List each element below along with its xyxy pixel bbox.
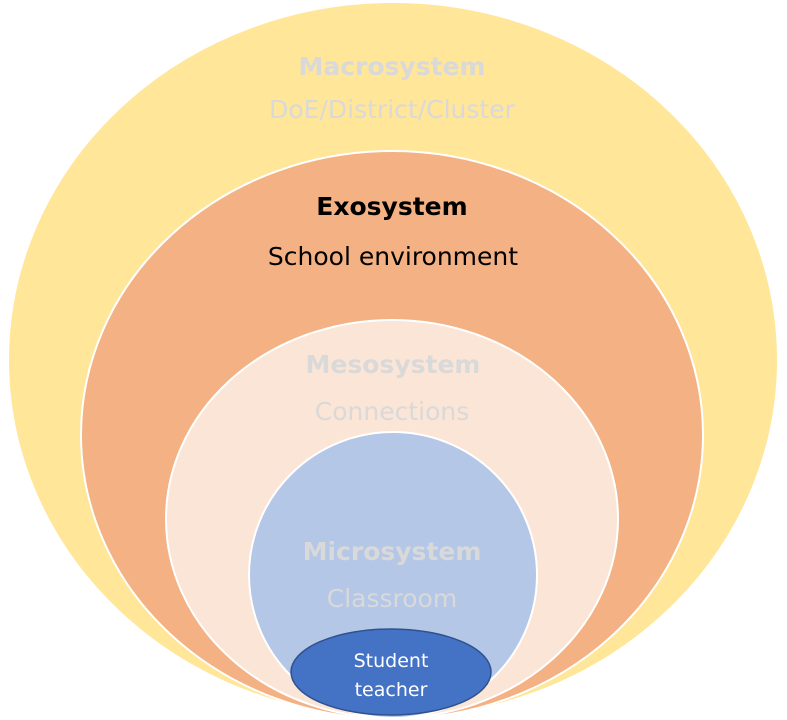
core-line-2: teacher xyxy=(355,679,428,701)
mesosystem-title: Mesosystem xyxy=(306,350,481,379)
exosystem-subtitle: School environment xyxy=(268,242,518,271)
macrosystem-title: Macrosystem xyxy=(298,52,485,81)
macrosystem-subtitle: DoE/District/Cluster xyxy=(269,95,515,124)
microsystem-title: Microsystem xyxy=(303,537,482,566)
core-line-1: Student xyxy=(354,650,429,672)
mesosystem-subtitle: Connections xyxy=(315,397,469,426)
exosystem-title: Exosystem xyxy=(316,192,467,221)
student-teacher-ellipse xyxy=(290,628,492,716)
microsystem-subtitle: Classroom xyxy=(327,584,457,613)
